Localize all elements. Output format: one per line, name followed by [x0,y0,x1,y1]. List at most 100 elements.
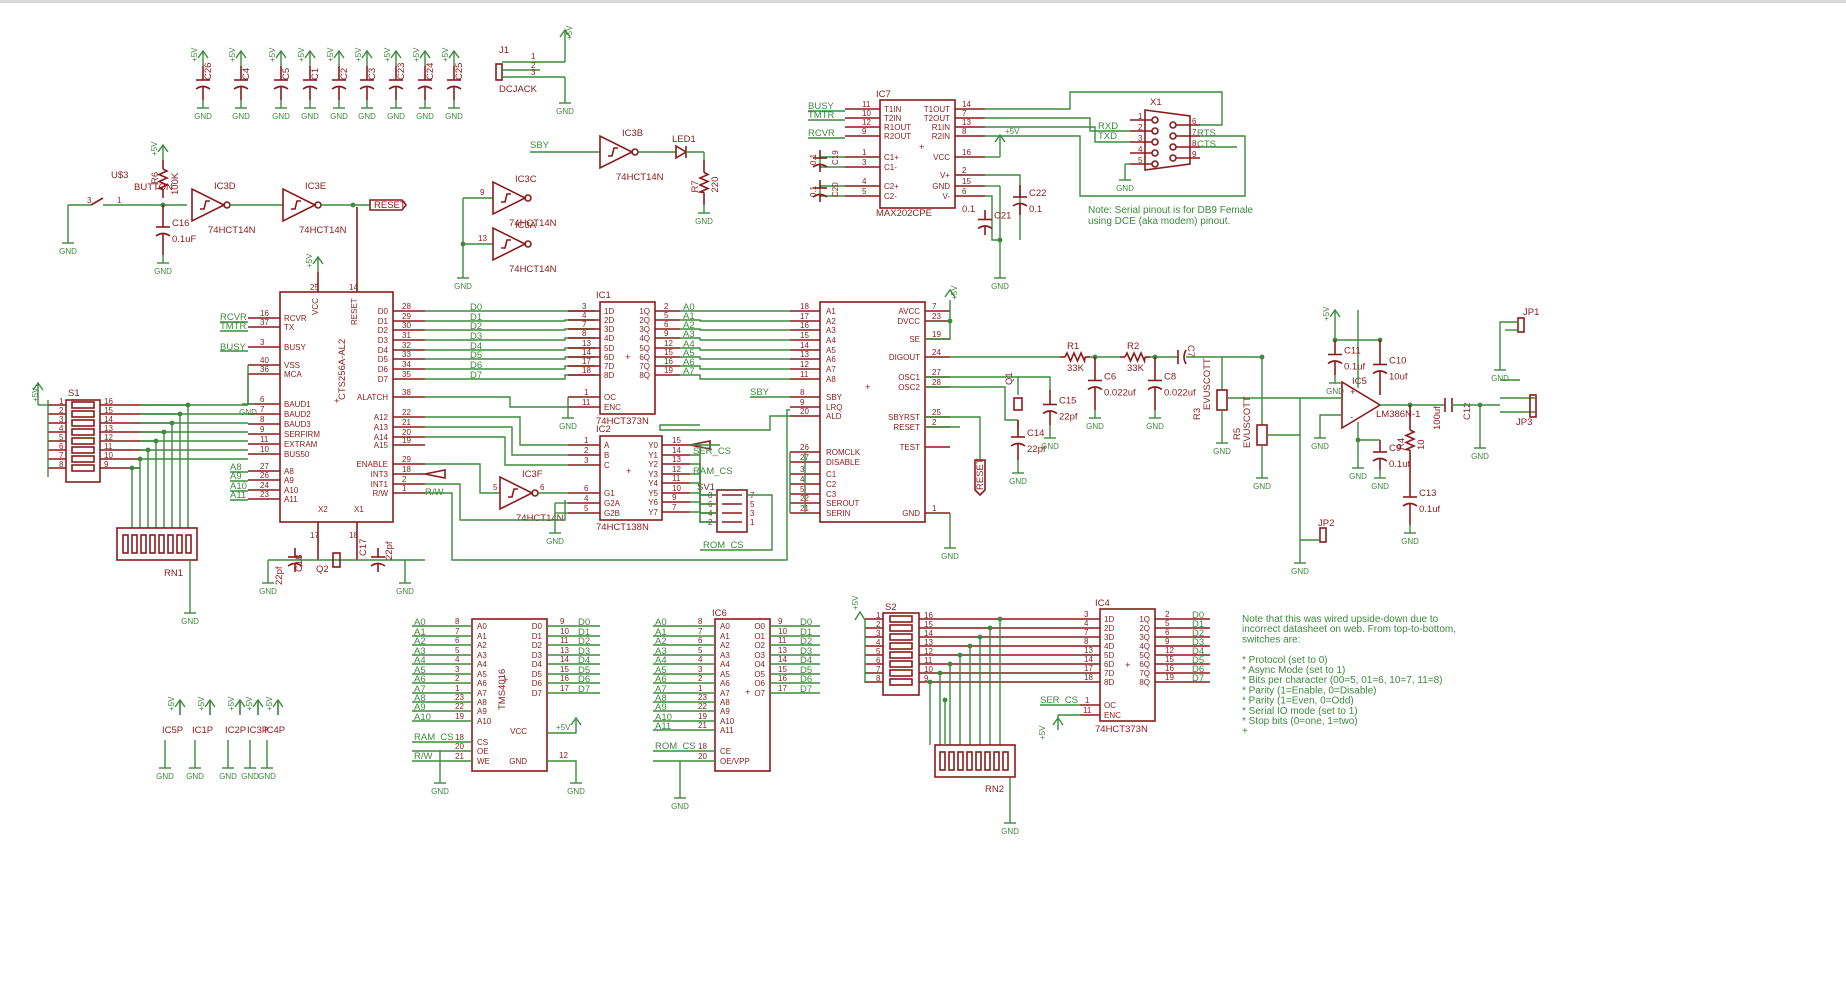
pin-no: 15 [778,665,787,674]
vcc-label: +5V [190,47,199,62]
gnd-label: GND [567,787,585,796]
net-label: SBY [750,387,770,398]
vcc-label: +5V [441,47,450,62]
pin-no: 36 [260,365,269,374]
pin-name: G1 [604,489,615,498]
pin-name: D1 [532,632,543,641]
net-label: D2 [470,321,482,332]
vcc-label: +5V [167,696,176,711]
wire [140,431,165,528]
port-label: RESET [374,200,406,211]
ic-power-symbols: IC5P+5VGNDIC1P+5VGNDIC2P+5VGNDIC3P+5VGND… [156,696,285,781]
inverter-bubble [524,194,532,202]
vcc-arrow [197,49,209,59]
resistor-element [975,751,982,771]
pin-no: 12 [924,647,933,656]
net-label: D2 [1192,628,1204,639]
vcc-label: +5V [412,47,421,62]
ic-body [279,291,394,523]
pin-no: 9 [924,674,929,683]
pin-no: 16 [560,674,569,683]
cap-ref: C9 [1389,443,1401,454]
net-label: A6 [414,674,426,685]
gnd-label: GND [1001,827,1019,836]
pin-no: 13 [1084,646,1093,655]
pin-no: 37 [260,318,269,327]
pin-no: 16 [778,674,787,683]
pin-name: G2B [604,509,620,518]
pin-name: O7 [754,689,765,698]
cap-value: 10uf [1389,372,1408,383]
crystal-body [332,552,341,568]
pin-name: D4 [378,346,389,355]
wire [547,760,577,775]
cap-plate [1372,370,1388,375]
vcc-arrow [944,288,956,298]
vcc-arrow [333,49,345,59]
gnd-label: GND [1311,442,1329,451]
power-sym-ref: IC2P [225,725,246,736]
pin-name: O2 [754,641,765,650]
pin-name: GND [902,509,920,518]
gnd-label: GND [431,787,449,796]
buffer-triangle [499,475,534,511]
pin-name: INT1 [371,480,389,489]
vcc-label: +5V [305,253,314,268]
pin-no: 12 [1165,646,1174,655]
res-zigzag [1124,351,1146,364]
net-label: CTS [1197,139,1216,150]
net-label: D6 [578,674,590,685]
net-label: ROM_CS [703,540,744,551]
power-sym-ref: IC3P [247,725,268,736]
pin-no: 1 [584,436,589,445]
switch-lever [889,624,913,632]
pin-no: 18 [582,366,591,375]
pin-name: A13 [374,423,389,432]
pin-name: D6 [378,365,389,374]
gnd-label: GND [1116,184,1134,193]
net-label: A0 [683,302,695,313]
net-label: D3 [578,646,590,657]
pin-name: 1Q [1139,615,1150,624]
pin-name: C1+ [884,153,899,162]
resistor-network-body [116,527,198,561]
pin-no: 22 [455,702,464,711]
pin-name: A3 [720,651,730,660]
pin-no: 12 [672,465,681,474]
net-label: D7 [1192,673,1204,684]
center-mark: + [625,352,631,363]
pin-no: 12 [800,360,809,369]
pin-name: C1- [884,163,897,172]
junction-dot [947,318,953,324]
pin-no: 15 [924,620,933,629]
pin-no: 25 [310,283,319,292]
pin-no: 1 [584,388,589,397]
gnd-label: GND [156,772,174,781]
pin-name: 4Q [1139,642,1150,651]
pin-no: 14 [582,348,591,357]
pin-name: A1 [477,632,487,641]
gnd-label: GND [259,587,277,596]
cap-ref: C22 [1029,188,1046,199]
net-label: D3 [800,646,812,657]
net-label: D5 [578,665,590,676]
pin-no: 5 [800,485,805,494]
pin-name: A11 [720,726,734,735]
pin-name: OC [1104,701,1116,710]
pin-name: 8D [1104,678,1114,687]
res-value: 33K [1067,363,1085,374]
db9-shell [1144,109,1191,171]
pin-name: 1D [1104,615,1114,624]
vcc-label: +5V [354,47,363,62]
buffer-triangle [492,180,527,216]
gnd-label: GND [258,772,276,781]
cap-ref: C2 [339,68,350,80]
cap-plate [195,85,211,90]
pin-no: 35 [402,370,411,379]
pin-no: 4 [455,655,460,664]
pin-no: 4 [876,638,881,647]
pin-name: C [604,461,610,470]
crystal-body [1013,397,1023,411]
